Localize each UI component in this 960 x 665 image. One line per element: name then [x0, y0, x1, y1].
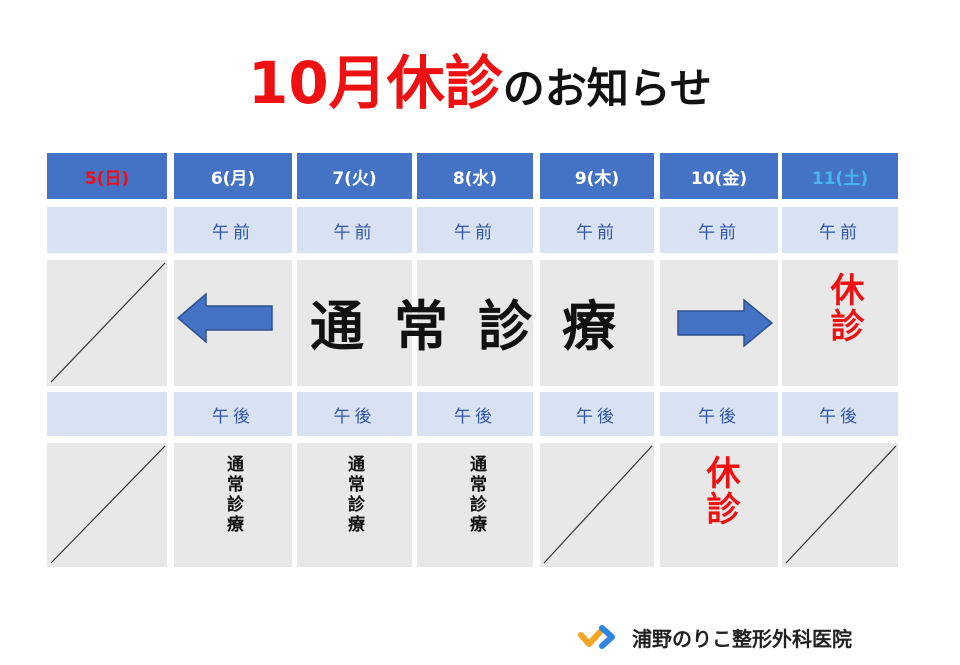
afternoon-cell-sun — [47, 443, 167, 567]
no-service-slash-icon — [785, 445, 897, 564]
clinic-name: 浦野のりこ整形外科医院 — [632, 626, 852, 651]
afternoon-cell-mon: 通常診療 — [174, 443, 292, 567]
day-header-sun-5: 5(日) — [47, 153, 167, 199]
friday-afternoon-closed: 休診 — [700, 455, 740, 527]
afternoon-cell-tue: 通常診療 — [297, 443, 412, 567]
morning-slot-tue: 午前 — [297, 207, 412, 253]
morning-slot-mon: 午前 — [174, 207, 292, 253]
title-rest: のお知らせ — [502, 64, 712, 113]
page-title: 10月休診のお知らせ — [0, 36, 960, 120]
afternoon-slot-sun — [47, 392, 167, 436]
clinic-footer: 浦野のりこ整形外科医院 — [578, 620, 852, 654]
day-header-thu-9: 9(木) — [540, 153, 654, 199]
left-arrow-icon — [176, 292, 273, 344]
morning-cell-tue — [297, 260, 412, 386]
afternoon-slot-sat: 午後 — [782, 392, 898, 436]
afternoon-cell-thu — [540, 443, 654, 567]
wednesday-afternoon-regular: 通常診療 — [466, 455, 486, 535]
morning-cell-sat — [782, 260, 898, 386]
afternoon-slot-tue: 午後 — [297, 392, 412, 436]
morning-cell-thu — [540, 260, 654, 386]
afternoon-slot-wed: 午後 — [417, 392, 533, 436]
morning-slot-wed: 午前 — [417, 207, 533, 253]
no-service-slash-icon — [50, 445, 166, 564]
morning-cell-wed — [417, 260, 533, 386]
title-highlight: 10月休診 — [248, 49, 503, 117]
morning-slot-fri: 午前 — [660, 207, 778, 253]
morning-cell-sun — [47, 260, 167, 386]
tuesday-afternoon-regular: 通常診療 — [344, 455, 364, 535]
morning-slot-sat: 午前 — [782, 207, 898, 253]
day-header-mon-6: 6(月) — [174, 153, 292, 199]
day-header-sat-11: 11(土) — [782, 153, 898, 199]
afternoon-slot-fri: 午後 — [660, 392, 778, 436]
no-service-slash-icon — [50, 262, 166, 383]
clinic-logo-icon — [578, 625, 615, 649]
no-service-slash-icon — [543, 445, 653, 564]
afternoon-cell-wed: 通常診療 — [417, 443, 533, 567]
afternoon-slot-mon: 午後 — [174, 392, 292, 436]
monday-afternoon-regular: 通常診療 — [223, 455, 243, 535]
afternoon-cell-fri: 休診 — [660, 443, 778, 567]
day-header-tue-7: 7(火) — [297, 153, 412, 199]
day-header-wed-8: 8(水) — [417, 153, 533, 199]
day-header-fri-10: 10(金) — [660, 153, 778, 199]
morning-slot-sun — [47, 207, 167, 253]
morning-slot-thu: 午前 — [540, 207, 654, 253]
afternoon-slot-thu: 午後 — [540, 392, 654, 436]
saturday-morning-closed: 休診 — [824, 272, 864, 344]
right-arrow-icon — [677, 298, 774, 348]
afternoon-cell-sat — [782, 443, 898, 567]
regular-hours-banner: 通常診療 — [310, 294, 646, 358]
